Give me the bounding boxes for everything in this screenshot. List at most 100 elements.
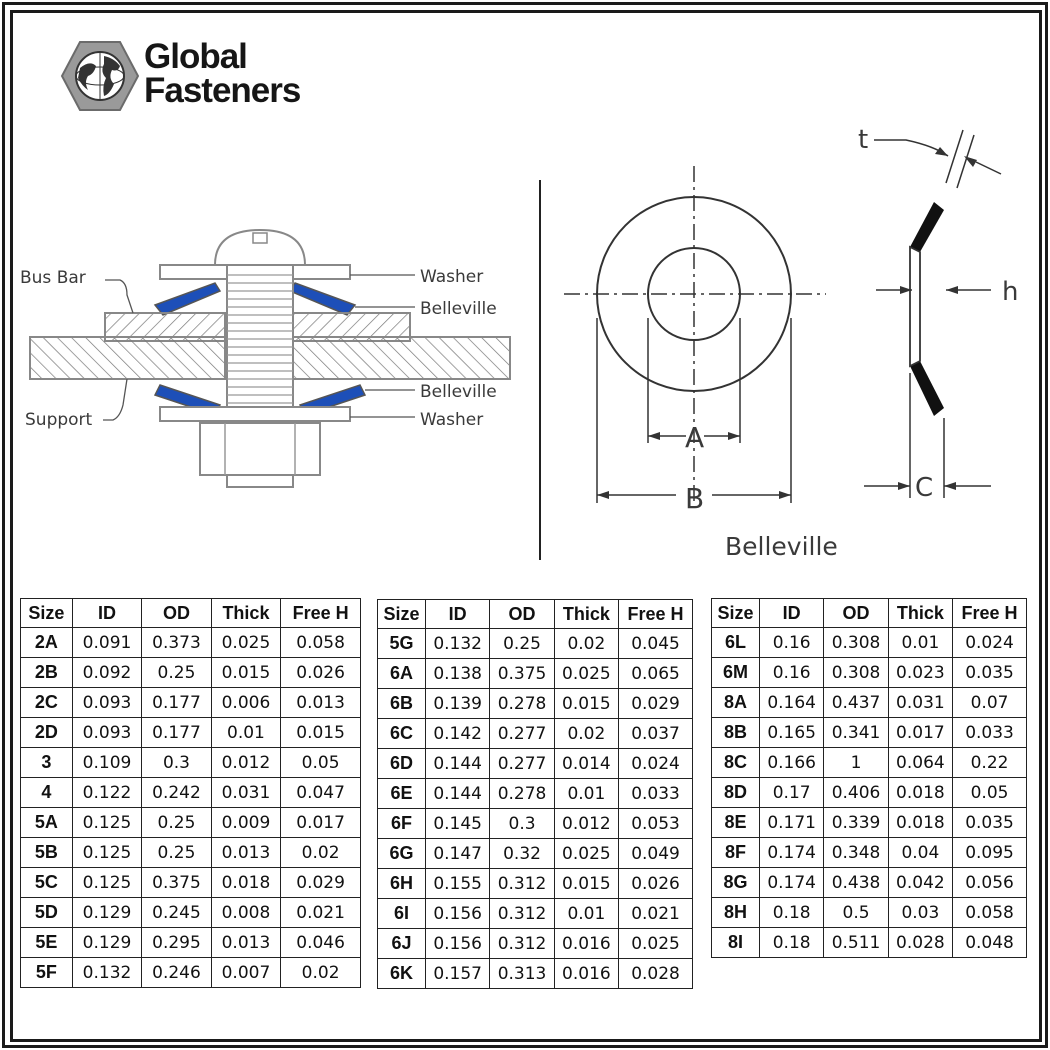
value-cell: 0.031 <box>887 687 954 718</box>
value-cell: 0.021 <box>618 898 693 929</box>
size-cell: 8B <box>711 717 760 748</box>
washer-bottom <box>159 406 351 422</box>
value-cell: 0.016 <box>553 958 620 989</box>
value-cell: 0.035 <box>952 807 1027 838</box>
value-cell: 0.17 <box>758 777 825 808</box>
size-cell: 8C <box>711 747 760 778</box>
size-cell: 5F <box>20 957 73 988</box>
value-cell: 0.029 <box>280 867 361 898</box>
value-cell: 0.018 <box>887 777 954 808</box>
value-cell: 0.04 <box>887 837 954 868</box>
column-header: Size <box>377 599 426 629</box>
value-cell: 0.156 <box>424 928 491 959</box>
value-cell: 0.028 <box>618 958 693 989</box>
label-A: A <box>685 421 704 454</box>
screw-head <box>213 228 307 266</box>
value-cell: 0.147 <box>424 838 491 869</box>
size-cell: 8G <box>711 867 760 898</box>
size-cell: 2B <box>20 657 73 688</box>
value-cell: 0.174 <box>758 867 825 898</box>
value-cell: 0.125 <box>71 867 143 898</box>
value-cell: 0.145 <box>424 808 491 839</box>
value-cell: 0.312 <box>489 868 555 899</box>
value-cell: 0.125 <box>71 837 143 868</box>
value-cell: 0.246 <box>141 957 212 988</box>
value-cell: 0.037 <box>618 718 693 749</box>
value-cell: 0.024 <box>618 748 693 779</box>
value-cell: 0.32 <box>489 838 555 869</box>
value-cell: 0.018 <box>887 807 954 838</box>
size-cell: 5E <box>20 927 73 958</box>
value-cell: 0.093 <box>71 687 143 718</box>
label-B: B <box>685 482 704 515</box>
size-cell: 5D <box>20 897 73 928</box>
value-cell: 0.026 <box>280 657 361 688</box>
size-cell: 5C <box>20 867 73 898</box>
value-cell: 0.012 <box>553 808 620 839</box>
value-cell: 0.016 <box>553 928 620 959</box>
value-cell: 0.164 <box>758 687 825 718</box>
value-cell: 0.312 <box>489 928 555 959</box>
value-cell: 0.138 <box>424 658 491 689</box>
value-cell: 0.093 <box>71 717 143 748</box>
value-cell: 0.033 <box>952 717 1027 748</box>
value-cell: 0.313 <box>489 958 555 989</box>
value-cell: 0.277 <box>489 718 555 749</box>
value-cell: 0.02 <box>553 718 620 749</box>
value-cell: 0.009 <box>210 807 282 838</box>
value-cell: 0.155 <box>424 868 491 899</box>
value-cell: 0.013 <box>280 687 361 718</box>
belleville-dimension-diagram: A B t h C Belleville <box>564 125 1018 561</box>
size-cell: 5G <box>377 628 426 659</box>
value-cell: 0.035 <box>952 657 1027 688</box>
value-cell: 0.16 <box>758 627 825 658</box>
value-cell: 0.006 <box>210 687 282 718</box>
value-cell: 0.156 <box>424 898 491 929</box>
value-cell: 0.046 <box>280 927 361 958</box>
column-header: Thick <box>887 598 954 628</box>
diagram-divider <box>539 180 541 560</box>
inner-border <box>10 10 1042 1042</box>
value-cell: 0.012 <box>210 747 282 778</box>
size-cell: 8A <box>711 687 760 718</box>
value-cell: 0.021 <box>280 897 361 928</box>
support-left <box>29 336 226 380</box>
size-cell: 8E <box>711 807 760 838</box>
value-cell: 0.056 <box>952 867 1027 898</box>
value-cell: 0.048 <box>952 927 1027 958</box>
profile-bottom-edge <box>910 361 944 416</box>
column-header: OD <box>141 598 212 628</box>
size-cell: 5A <box>20 807 73 838</box>
value-cell: 0.308 <box>823 627 889 658</box>
value-cell: 0.008 <box>210 897 282 928</box>
value-cell: 0.142 <box>424 718 491 749</box>
size-cell: 6B <box>377 688 426 719</box>
size-cell: 6G <box>377 838 426 869</box>
value-cell: 0.25 <box>141 807 212 838</box>
size-cell: 6I <box>377 898 426 929</box>
value-cell: 0.125 <box>71 807 143 838</box>
size-cell: 6C <box>377 718 426 749</box>
value-cell: 0.025 <box>618 928 693 959</box>
diagram-caption: Belleville <box>725 532 838 561</box>
value-cell: 0.017 <box>887 717 954 748</box>
value-cell: 0.25 <box>141 837 212 868</box>
value-cell: 0.07 <box>952 687 1027 718</box>
value-cell: 0.132 <box>71 957 143 988</box>
